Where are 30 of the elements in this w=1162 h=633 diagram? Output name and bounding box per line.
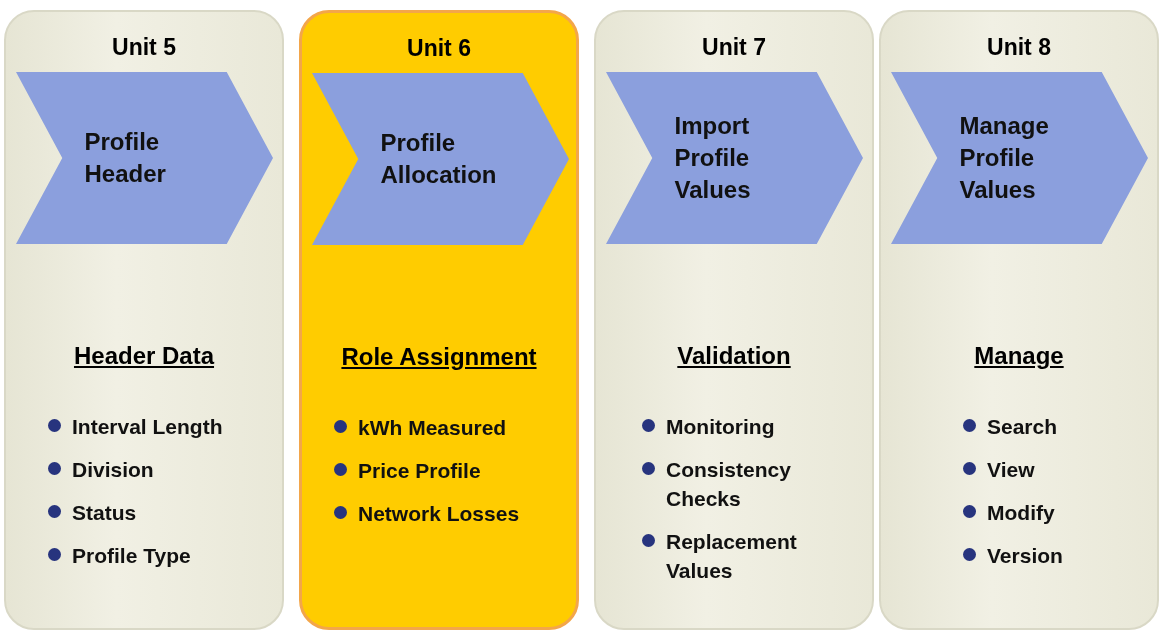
list-item: Replacement Values bbox=[666, 529, 798, 584]
list-item: Modify bbox=[987, 500, 1056, 526]
list-item: Division bbox=[72, 457, 155, 483]
list-item: Consistency Checks bbox=[666, 457, 792, 512]
list-item: Search bbox=[987, 414, 1059, 440]
step-title: Profile Header bbox=[84, 127, 167, 189]
list-item: Price Profile bbox=[358, 458, 482, 484]
unit-heading: Unit 5 bbox=[111, 34, 177, 61]
unit-panel bbox=[4, 10, 284, 630]
list-item: kWh Measured bbox=[358, 415, 508, 441]
unit-heading: Unit 7 bbox=[701, 34, 767, 61]
list-item: Interval Length bbox=[72, 414, 224, 440]
unit-panel bbox=[299, 10, 579, 630]
unit-panel bbox=[879, 10, 1159, 630]
unit-heading: Unit 8 bbox=[986, 34, 1052, 61]
list-item: Monitoring bbox=[666, 414, 776, 440]
list-item: Network Losses bbox=[358, 501, 521, 527]
section-heading: Header Data bbox=[73, 342, 215, 369]
list-item: Version bbox=[987, 543, 1064, 569]
step-title: Import Profile Values bbox=[674, 111, 752, 205]
section-heading: Validation bbox=[677, 342, 791, 369]
section-heading: Manage bbox=[974, 342, 1064, 369]
list-item: Status bbox=[72, 500, 138, 526]
unit-heading: Unit 6 bbox=[406, 35, 472, 62]
step-title: Manage Profile Values bbox=[959, 111, 1050, 205]
list-item: View bbox=[987, 457, 1036, 483]
unit-panel bbox=[594, 10, 874, 630]
step-title: Profile Allocation bbox=[380, 128, 498, 190]
list-item: Profile Type bbox=[72, 543, 192, 569]
section-heading: Role Assignment bbox=[341, 343, 537, 370]
